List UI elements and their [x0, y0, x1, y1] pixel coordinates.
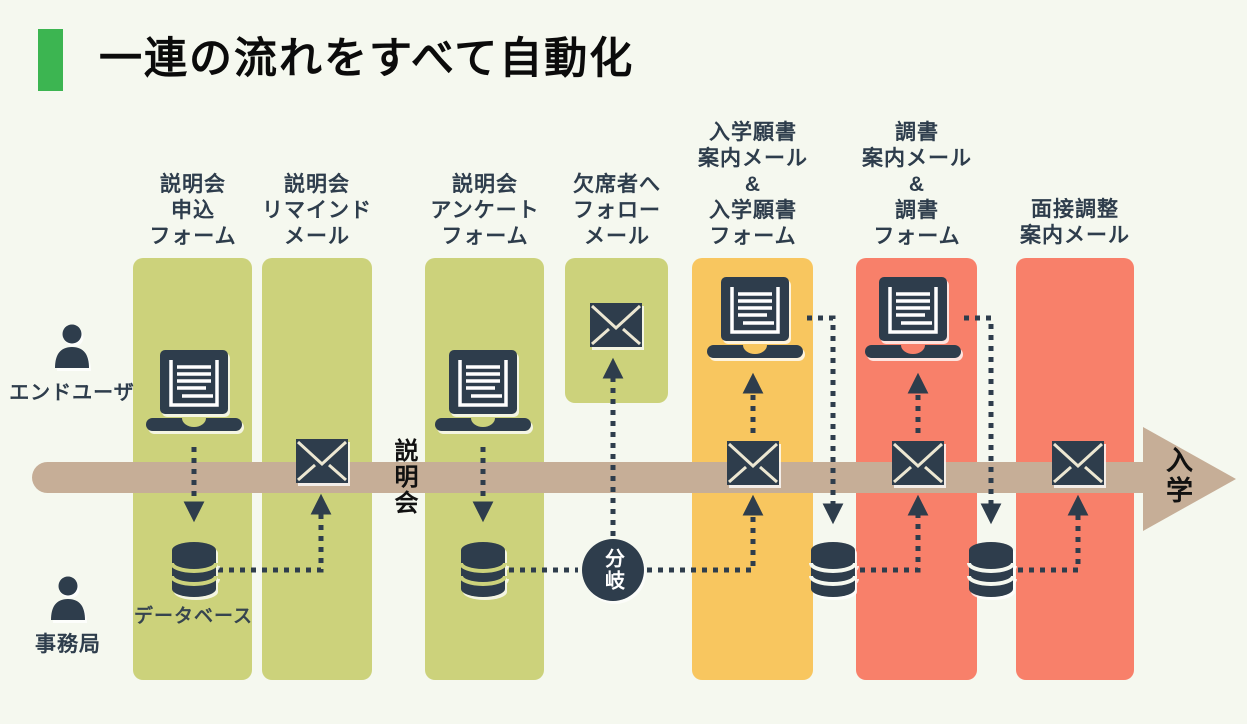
database-icon	[170, 541, 218, 603]
column-header: 説明会 アンケート フォーム	[430, 173, 540, 248]
database-icon	[459, 541, 507, 603]
mail-icon	[590, 303, 642, 352]
title-accent-bar	[38, 29, 63, 91]
branch-node: 分岐	[582, 539, 644, 601]
column-header: 調書 案内メール & 調書 フォーム	[862, 121, 972, 248]
column-header: 欠席者へ フォロー メール	[573, 173, 661, 248]
mail-icon	[727, 441, 779, 490]
timeline-mid-label: 説明会	[390, 438, 417, 516]
database-label: データベース	[134, 606, 254, 627]
column-header: 面接調整 案内メール	[1020, 198, 1130, 247]
actor-end-user: エンドユーザ	[2, 324, 142, 405]
timeline-arrowhead	[1143, 427, 1236, 531]
mail-icon	[1052, 441, 1104, 490]
laptop-icon	[707, 277, 803, 370]
mail-icon	[892, 441, 944, 490]
actor-label: エンドユーザ	[9, 382, 135, 404]
person-icon	[52, 324, 92, 372]
laptop-icon	[146, 350, 242, 443]
actor-admin-office: 事務局	[8, 576, 128, 658]
database-icon	[967, 541, 1015, 603]
timeline-band	[32, 462, 1144, 493]
person-icon	[48, 576, 88, 624]
column-header: 説明会 申込 フォーム	[149, 173, 237, 248]
column-header: 説明会 リマインド メール	[262, 173, 372, 248]
timeline-end-label: 入学	[1162, 446, 1192, 506]
branch-label: 分岐	[601, 548, 624, 592]
actor-label: 事務局	[35, 633, 101, 656]
column-header: 入学願書 案内メール & 入学願書 フォーム	[698, 121, 808, 248]
laptop-icon	[435, 350, 531, 443]
page-title: 一連の流れをすべて自動化	[99, 35, 635, 83]
database-icon	[809, 541, 857, 603]
mail-icon	[296, 439, 348, 488]
laptop-icon	[865, 277, 961, 370]
